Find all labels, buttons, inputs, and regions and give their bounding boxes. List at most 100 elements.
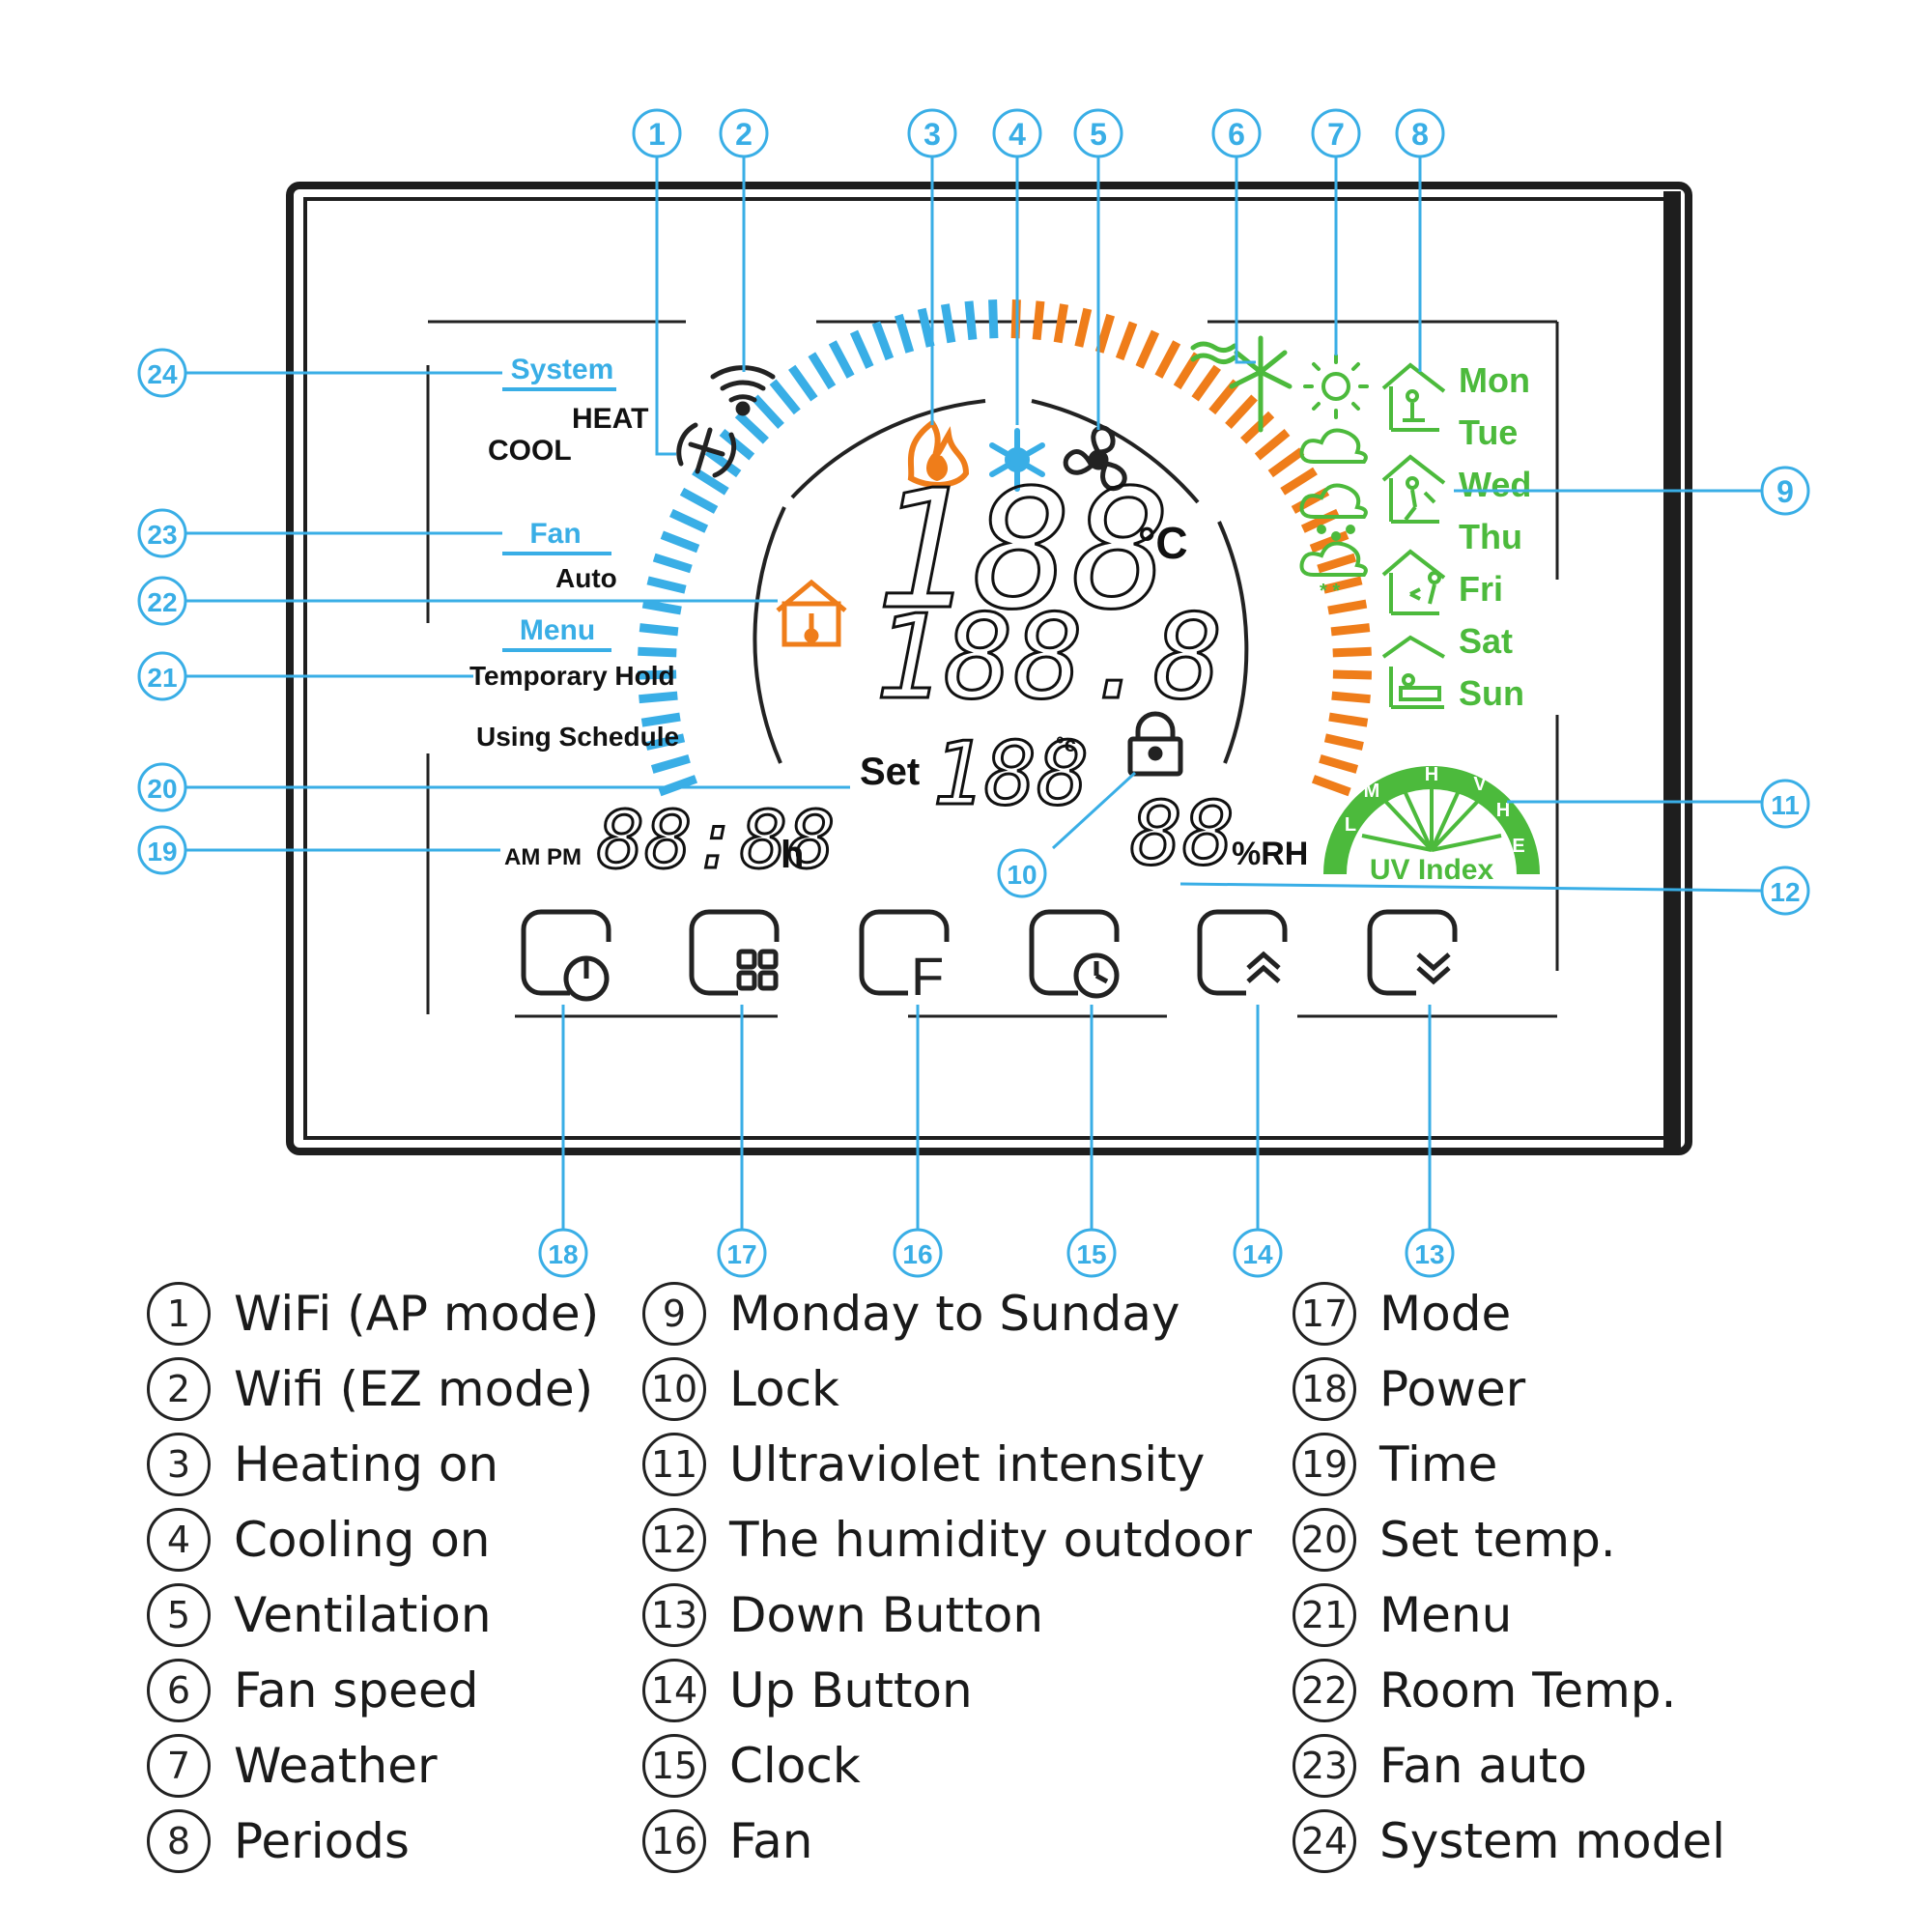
arc-tick (641, 599, 682, 615)
day-wed: Wed (1459, 465, 1531, 504)
arc-tick (1280, 467, 1318, 496)
callout-12: 12 (1760, 866, 1810, 916)
down-button[interactable] (1367, 909, 1458, 996)
cool-label: COOL (488, 435, 572, 467)
svg-text:14: 14 (1242, 1239, 1273, 1269)
arc-tick (808, 352, 837, 390)
wifi-ap-icon (676, 422, 737, 478)
callout-23: 23 (137, 508, 187, 558)
arc-tick (637, 669, 677, 680)
room-temp-icon (776, 579, 847, 647)
arc-tick (692, 467, 729, 496)
arc-tick (639, 691, 678, 704)
day-sun: Sun (1459, 673, 1524, 713)
arc-tick (1331, 691, 1371, 704)
inner-arc (753, 399, 1249, 764)
arc-tick (1330, 623, 1371, 637)
callout-8: 8 (1395, 108, 1445, 158)
uv-letter-l: L (1345, 814, 1356, 836)
arc-tick (1225, 394, 1258, 429)
arc-tick (1319, 753, 1359, 774)
snow-icon: * * (1299, 541, 1368, 602)
power-button[interactable] (521, 909, 611, 1002)
svg-text:7: 7 (1327, 117, 1345, 152)
callout-markers: 1 2 3 4 5 6 7 8 9 10 11 12 13 14 15 16 1… (137, 108, 1810, 1278)
arc-tick (1267, 447, 1305, 478)
menu-label: Menu (520, 614, 595, 646)
uv-letter-e: E (1512, 836, 1524, 857)
fan-button-letter: F (911, 946, 944, 1007)
arc-tick (1327, 599, 1368, 615)
svg-text:22: 22 (147, 587, 177, 617)
mode-button[interactable] (689, 909, 780, 996)
arc-tick (679, 487, 719, 514)
day-sat: Sat (1459, 621, 1513, 661)
callout-5: 5 (1073, 108, 1123, 158)
svg-text:9: 9 (1776, 474, 1794, 509)
cloud-icon (1299, 428, 1368, 464)
callout-3: 3 (907, 108, 957, 158)
callout-15: 15 (1066, 1228, 1117, 1278)
clock-icon (1073, 952, 1120, 999)
arc-tick (638, 646, 677, 658)
period-return-icon (1381, 549, 1446, 615)
rain-icon (1299, 483, 1368, 541)
heat-label: HEAT (572, 403, 648, 435)
set-temp-value: 188 (932, 724, 1090, 825)
callout-9: 9 (1760, 466, 1810, 516)
svg-text:5: 5 (1090, 117, 1107, 152)
arc-tick (1135, 329, 1160, 369)
arc-tick (1074, 307, 1093, 348)
arc-tick (669, 508, 709, 533)
arc-tick (828, 340, 855, 379)
arc-tick (917, 307, 935, 348)
uv-letter-v: V (1473, 774, 1487, 795)
clock-unit: h (781, 834, 804, 876)
clock-button[interactable] (1029, 909, 1120, 999)
uv-index-label: UV Index (1370, 854, 1494, 886)
fan-speed-icon (1190, 335, 1293, 433)
svg-text:10: 10 (1007, 860, 1037, 890)
up-button[interactable] (1197, 909, 1288, 996)
callout-7: 7 (1311, 108, 1361, 158)
arc-tick (788, 364, 818, 402)
callout-6: 6 (1211, 108, 1262, 158)
auto-label: Auto (555, 563, 617, 593)
svg-text:11: 11 (1771, 790, 1800, 820)
svg-text:23: 23 (147, 520, 177, 550)
clock-ampm: AM PM (504, 844, 582, 870)
arc-tick (1309, 530, 1350, 554)
period-sleep-icon (1381, 635, 1445, 709)
fan-button[interactable] (859, 909, 950, 996)
callout-20: 20 (137, 762, 187, 812)
mode-icon (736, 949, 779, 991)
arc-tick (769, 379, 801, 415)
callout-16: 16 (893, 1228, 943, 1278)
callout-10: 10 (997, 848, 1047, 898)
arc-tick (704, 447, 742, 478)
svg-text:15: 15 (1076, 1239, 1106, 1269)
arc-tick (652, 553, 693, 574)
uv-letter-m: M (1364, 781, 1380, 802)
arc-tick (1053, 303, 1069, 344)
svg-text:19: 19 (147, 837, 177, 867)
system-label: System (511, 354, 614, 385)
arc-tick (1328, 712, 1369, 727)
arc-tick (719, 429, 755, 461)
celsius-unit: °C (1138, 518, 1188, 568)
arc-tick (650, 753, 691, 774)
arc-tick (1311, 775, 1351, 797)
svg-text:8: 8 (1411, 117, 1429, 152)
temporary-hold-label: Temporary Hold (469, 661, 675, 691)
callout-18: 18 (538, 1228, 588, 1278)
clock-value: 88:88 (597, 795, 836, 887)
callout-lines (184, 153, 1764, 1232)
arc-tick (1191, 364, 1221, 402)
arc-tick (988, 299, 999, 339)
day-tue: Tue (1459, 412, 1518, 452)
svg-text:17: 17 (726, 1239, 756, 1269)
screen-guide-lines (426, 320, 1559, 1018)
arc-tick (640, 712, 681, 727)
temperature-arc-ticks (637, 299, 1373, 797)
